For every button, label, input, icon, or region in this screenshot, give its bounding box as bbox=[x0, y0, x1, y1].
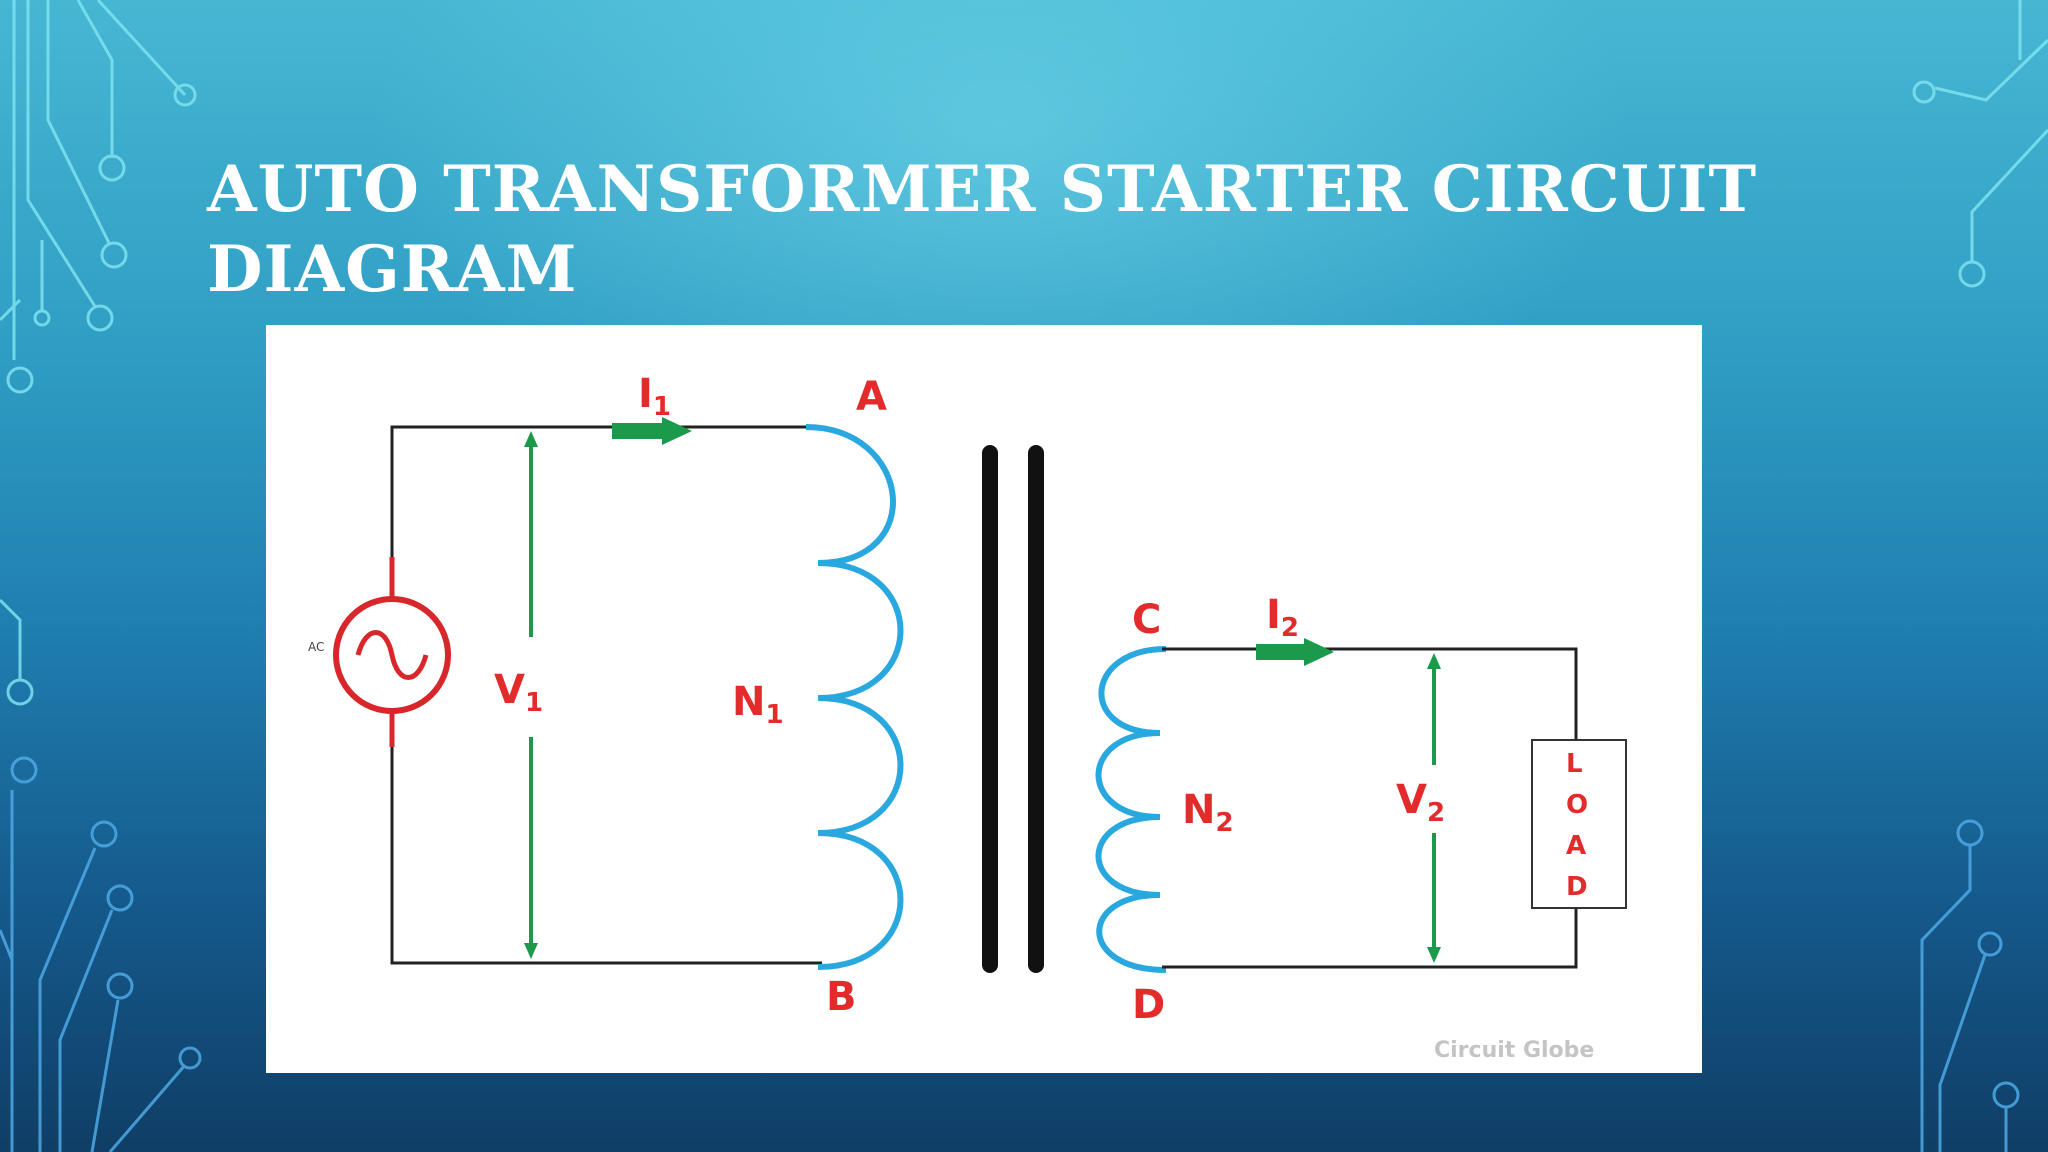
n2-label: N2 bbox=[1182, 787, 1234, 838]
terminal-c-label: C bbox=[1132, 597, 1161, 643]
terminal-d-label: D bbox=[1132, 982, 1165, 1028]
load-letter-l: L bbox=[1566, 749, 1583, 779]
load-letter-d: D bbox=[1566, 872, 1588, 902]
slide-title-line-1: AUTO TRANSFORMER STARTER CIRCUIT bbox=[207, 152, 1758, 227]
slide-title-line-2: DIAGRAM bbox=[207, 232, 578, 307]
load-box bbox=[1531, 739, 1627, 909]
v1-arrow bbox=[524, 431, 538, 959]
load-letter-a: A bbox=[1566, 831, 1586, 861]
v2-label: V2 bbox=[1396, 777, 1445, 828]
terminal-b-label: B bbox=[826, 974, 857, 1020]
slide-title: AUTO TRANSFORMER STARTER CIRCUIT DIAGRAM bbox=[207, 150, 1767, 310]
i1-current-arrow bbox=[612, 417, 692, 445]
load-letter-o: O bbox=[1566, 790, 1588, 820]
v1-label: V1 bbox=[494, 667, 543, 718]
watermark-text: Circuit Globe bbox=[1434, 1038, 1594, 1063]
i2-label: I2 bbox=[1266, 592, 1299, 643]
primary-coil bbox=[805, 424, 904, 970]
v2-arrow bbox=[1427, 653, 1441, 963]
terminal-a-label: A bbox=[856, 374, 887, 420]
i1-label: I1 bbox=[638, 371, 671, 422]
n1-label: N1 bbox=[732, 679, 784, 730]
secondary-coil bbox=[1095, 646, 1167, 973]
transformer-core bbox=[982, 445, 1044, 973]
ac-source-icon bbox=[333, 557, 451, 747]
i2-current-arrow bbox=[1256, 638, 1334, 666]
diagram-panel: AC V1 I1 A B N1 bbox=[266, 325, 1702, 1073]
ac-source-label: AC bbox=[308, 640, 324, 654]
transformer-circuit-diagram: AC V1 I1 A B N1 bbox=[308, 371, 1627, 1063]
